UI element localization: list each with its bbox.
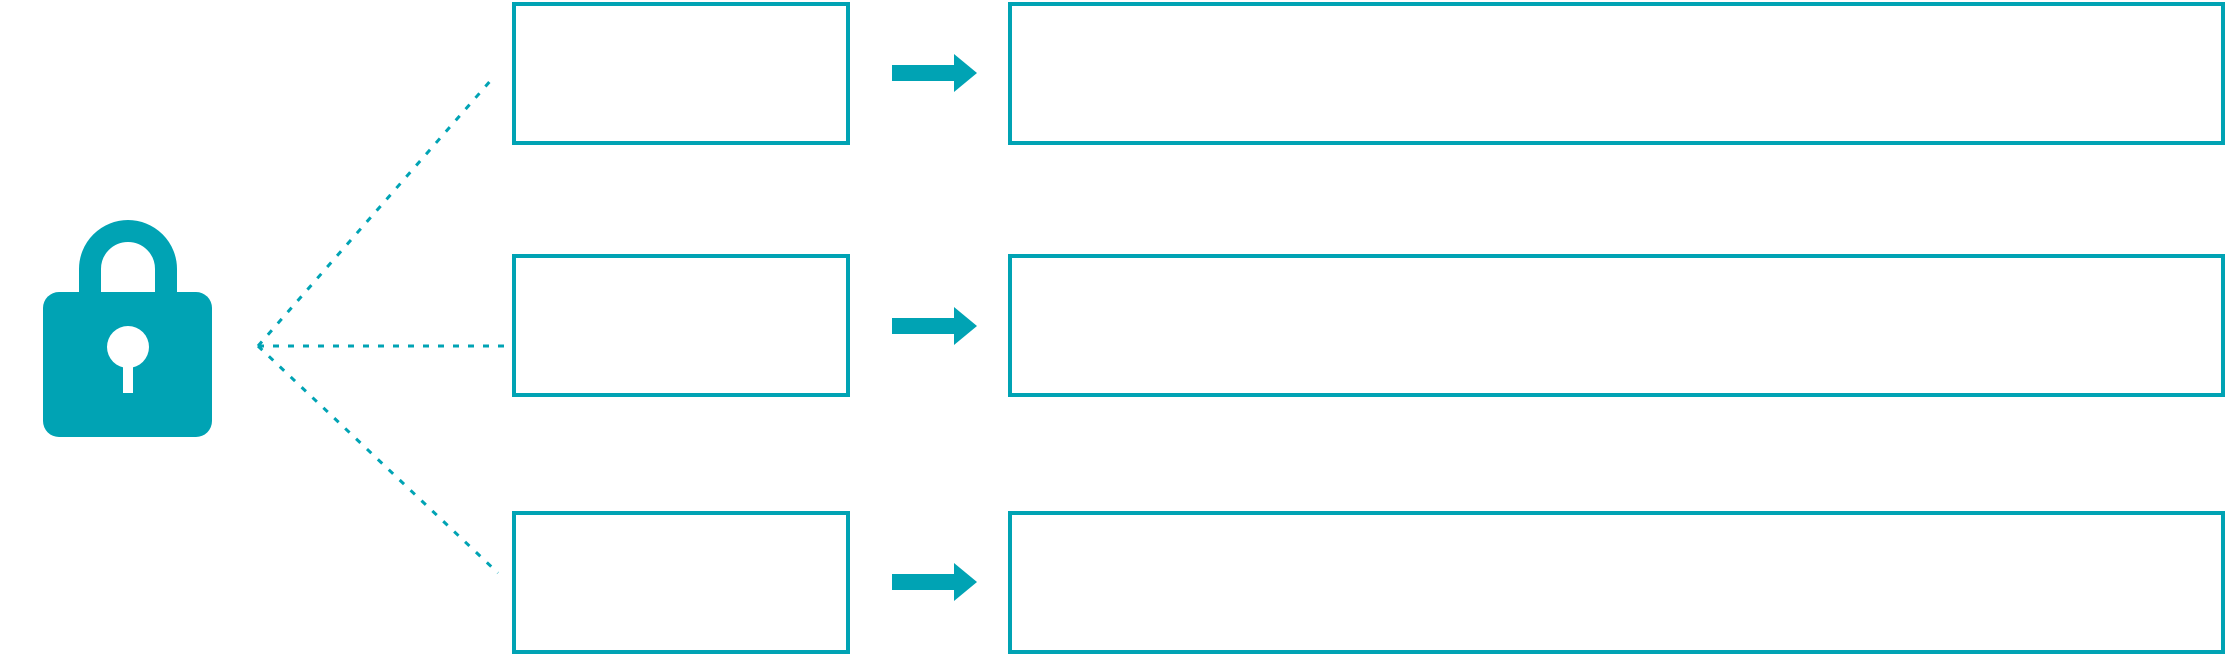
arrow-right-shape bbox=[892, 563, 977, 601]
lock-keyhole-stem bbox=[123, 355, 133, 393]
source-box-2 bbox=[512, 254, 850, 397]
arrow-right-icon bbox=[892, 54, 977, 92]
lock-icon bbox=[43, 220, 212, 437]
lock-shackle bbox=[79, 220, 177, 310]
connector-line-top bbox=[256, 78, 494, 347]
connector-line-bottom bbox=[256, 344, 500, 575]
target-box-1 bbox=[1008, 2, 2225, 145]
source-box-1 bbox=[512, 2, 850, 145]
arrow-right-icon bbox=[892, 307, 977, 345]
arrow-right-shape bbox=[892, 54, 977, 92]
arrow-right-icon bbox=[892, 563, 977, 601]
arrow-right-shape bbox=[892, 307, 977, 345]
target-box-3 bbox=[1008, 511, 2225, 654]
target-box-2 bbox=[1008, 254, 2225, 397]
source-box-3 bbox=[512, 511, 850, 654]
lock-keyhole-circle bbox=[107, 326, 149, 368]
